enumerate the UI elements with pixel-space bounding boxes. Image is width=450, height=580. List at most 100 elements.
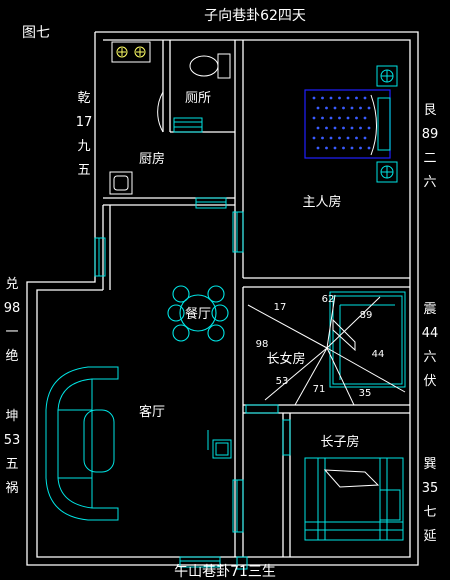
right-label-zhen-1: 震 [423, 302, 436, 317]
quilt-dot [338, 96, 341, 100]
right-label-zhen-4: 伏 [423, 374, 436, 389]
left-label-kun-1: 坤 [5, 409, 18, 424]
room-label-eldest-son: 长子房 [320, 434, 359, 450]
quilt-dot [325, 146, 328, 150]
left-label-dui-2: 98 [4, 301, 21, 316]
quilt-dot [346, 136, 350, 140]
bed-quilt-pattern [312, 96, 371, 150]
quilt-dot [350, 106, 354, 110]
quilt-dot [363, 96, 367, 100]
sector-number: 89 [360, 310, 373, 321]
sector-number: 71 [313, 384, 326, 395]
tv-cabinet-icon [207, 430, 232, 459]
quilt-dot [363, 116, 367, 120]
quilt-dot [316, 106, 320, 110]
quilt-dot [316, 126, 320, 130]
quilt-dot [325, 106, 328, 110]
quilt-dot [355, 116, 358, 120]
room-label-kitchen: 厨房 [139, 151, 165, 167]
room-label-dining: 餐厅 [185, 306, 211, 322]
quilt-dot [333, 146, 337, 150]
quilt-dot [367, 126, 371, 130]
bottom-direction-label: 午山巷卦71三生 [174, 564, 276, 580]
quilt-dot [355, 96, 358, 100]
quilt-dot [346, 96, 350, 100]
window-marks [94, 117, 291, 570]
quilt-dot [342, 146, 345, 150]
quilt-dot [329, 96, 333, 100]
right-label-gen-3: 二 [423, 151, 436, 166]
sector-number: 17 [274, 302, 287, 313]
right-label-xun-4: 延 [423, 529, 436, 544]
right-label-zhen-3: 六 [423, 350, 436, 365]
left-label-kun-3: 五 [5, 457, 18, 472]
quilt-dot [350, 126, 354, 130]
room-label-toilet: 厕所 [185, 91, 211, 106]
walls [26, 31, 419, 566]
right-label-gen-2: 89 [422, 127, 439, 142]
quilt-dot [321, 96, 324, 100]
quilt-dot [329, 116, 333, 120]
sector-number: 98 [256, 339, 269, 350]
left-label-kun-2: 53 [4, 433, 21, 448]
quilt-dot [338, 116, 341, 120]
son-bed [304, 457, 404, 541]
sector-number: 62 [322, 294, 335, 305]
right-label-xun-1: 巽 [423, 457, 436, 472]
quilt-dot [359, 126, 362, 130]
quilt-dot [342, 126, 345, 130]
left-label-dui-1: 兑 [5, 277, 18, 292]
daughter-bed [329, 291, 406, 388]
left-label-qian-1: 乾 [77, 91, 90, 106]
quilt-dot [367, 106, 371, 110]
room-label-master-bedroom: 主人房 [302, 194, 341, 210]
quilt-dot [325, 126, 328, 130]
quilt-dot [342, 106, 345, 110]
quilt-dot [346, 116, 350, 120]
figure-label: 图七 [22, 25, 50, 41]
kitchen-door [157, 91, 164, 133]
stove-icon [111, 41, 151, 63]
right-label-xun-2: 35 [422, 481, 439, 496]
right-label-xun-3: 七 [423, 505, 436, 520]
left-label-kun-4: 祸 [5, 481, 18, 496]
quilt-dot [329, 136, 333, 140]
toilet-icon [189, 53, 231, 79]
labels: 图七 子向巷卦62四天 午山巷卦71三生 乾 17 九 五 兑 98 一 绝 坤… [4, 8, 439, 580]
sink-icon [109, 171, 133, 195]
right-label-gen-1: 艮 [423, 103, 436, 118]
room-label-living: 客厅 [139, 404, 165, 420]
left-label-dui-4: 绝 [5, 348, 18, 364]
quilt-dot [321, 136, 324, 140]
quilt-dot [312, 96, 316, 100]
quilt-dot [363, 136, 367, 140]
bagua-sector-lines [247, 294, 406, 406]
quilt-dot [367, 146, 371, 150]
sector-number: 44 [372, 349, 385, 360]
left-label-qian-3: 九 [77, 139, 90, 154]
quilt-dot [333, 126, 337, 130]
quilt-dot [321, 116, 324, 120]
left-label-dui-3: 一 [5, 325, 18, 340]
quilt-dot [316, 146, 320, 150]
dining-table-icon [167, 285, 229, 342]
master-bed [304, 65, 398, 183]
sector-number: 35 [359, 388, 372, 399]
quilt-dot [312, 116, 316, 120]
right-label-gen-4: 六 [423, 175, 436, 190]
left-label-qian-4: 五 [77, 163, 90, 178]
quilt-dot [350, 146, 354, 150]
sector-number: 53 [276, 376, 289, 387]
sofa-icon [45, 366, 119, 521]
quilt-dot [312, 136, 316, 140]
quilt-dot [355, 136, 358, 140]
right-label-zhen-2: 44 [422, 326, 439, 341]
quilt-dot [359, 146, 362, 150]
quilt-dot [359, 106, 362, 110]
top-direction-label: 子向巷卦62四天 [204, 8, 306, 24]
left-label-qian-2: 17 [76, 115, 93, 130]
quilt-dot [333, 106, 337, 110]
room-label-eldest-daughter: 长女房 [266, 351, 305, 367]
